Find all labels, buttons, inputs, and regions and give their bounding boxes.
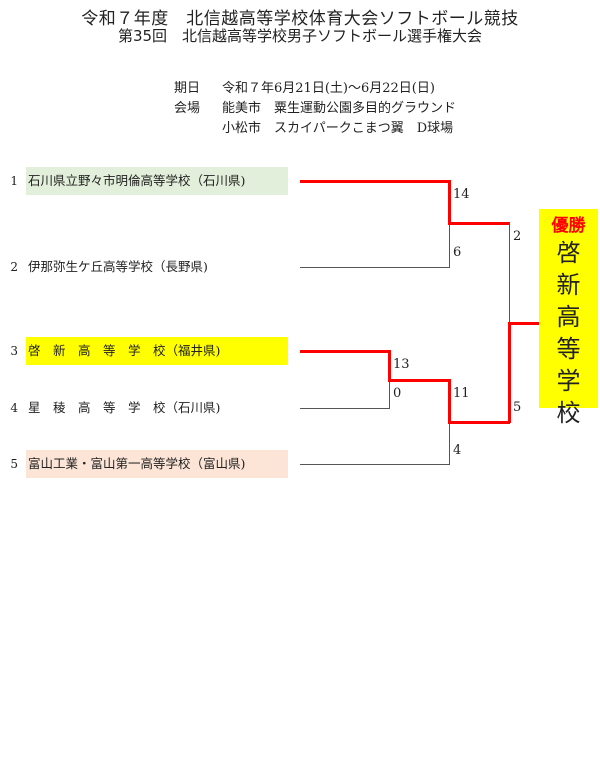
score-m1-bot: 6 <box>453 245 462 260</box>
champion-char: 啓 <box>556 239 581 267</box>
bracket-line-team5 <box>300 464 450 466</box>
bracket-line-champion <box>508 322 540 325</box>
score-m2-bot: 0 <box>393 386 402 401</box>
bracket-line-m2-winner <box>388 379 450 382</box>
champion-char: 高 <box>556 303 581 331</box>
team-4: 星 稜 高 等 学 校（石川県) <box>28 400 221 415</box>
score-final-bot: 5 <box>513 400 522 415</box>
score-m3-bot: 4 <box>453 443 462 458</box>
bracket-line-m1-winner <box>448 222 510 225</box>
venue-label: 会場 <box>174 101 201 116</box>
bracket-line-m1-bot <box>449 223 451 267</box>
champion-char: 新 <box>556 271 581 299</box>
seed-1: 1 <box>10 174 18 188</box>
team-3: 啓 新 高 等 学 校（福井県) <box>26 337 288 365</box>
champion-char: 学 <box>556 367 581 395</box>
team-2: 伊那弥生ケ丘高等学校（長野県) <box>28 259 208 274</box>
champion-label: 優勝 <box>551 216 586 236</box>
bracket-line-final-top <box>509 223 511 323</box>
date-label: 期日 <box>174 81 201 96</box>
team-5: 富山工業・富山第一高等学校（富山県) <box>26 450 288 478</box>
bracket-line-m2-bot <box>389 380 391 408</box>
seed-2: 2 <box>10 260 18 274</box>
bracket-line-m3-winner <box>448 421 510 424</box>
venue-1: 能美市 粟生運動公園多目的グラウンド <box>222 101 457 116</box>
bracket-line-team1 <box>300 180 450 183</box>
bracket-line-final-bot <box>508 322 511 423</box>
champion-char: 等 <box>556 335 581 363</box>
bracket-line-m1-top <box>448 180 451 224</box>
score-m1-top: 14 <box>453 187 470 202</box>
date-value: 令和７年6月21日(土)～6月22日(日) <box>222 81 435 96</box>
tournament-subtitle: 第35回 北信越高等学校男子ソフトボール選手権大会 <box>117 27 483 45</box>
champion-char: 校 <box>556 399 581 427</box>
bracket-line-m3-top <box>448 379 451 423</box>
seed-4: 4 <box>10 401 18 415</box>
score-m2-top: 13 <box>393 357 410 372</box>
bracket-line-m3-bot <box>449 422 451 464</box>
bracket-line-team3 <box>300 350 390 353</box>
tournament-title: 令和７年度 北信越高等学校体育大会ソフトボール競技 <box>81 9 519 29</box>
bracket-line-m2-top <box>388 350 391 381</box>
venue-2: 小松市 スカイパークこまつ翼 D球場 <box>222 121 454 136</box>
seed-5: 5 <box>10 457 18 471</box>
seed-3: 3 <box>10 344 18 358</box>
team-1: 石川県立野々市明倫高等学校（石川県) <box>26 167 288 195</box>
bracket-line-team2 <box>300 267 450 269</box>
champion-box: 優勝 啓 新 高 等 学 校 <box>539 209 598 427</box>
score-final-top: 2 <box>513 229 522 244</box>
bracket-line-team4 <box>300 408 390 410</box>
score-m3-top: 11 <box>453 386 470 401</box>
